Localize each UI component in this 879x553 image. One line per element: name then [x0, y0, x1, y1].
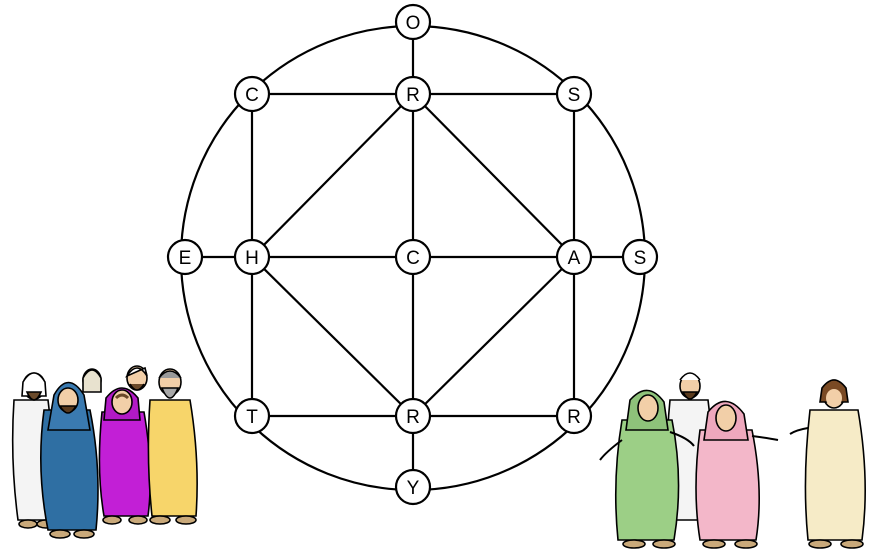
- node-top-O[interactable]: O: [396, 5, 430, 39]
- node-lower-right-R[interactable]: R: [557, 399, 591, 433]
- node-label: T: [246, 407, 258, 428]
- node-right-A[interactable]: A: [557, 240, 591, 274]
- disciple-figure-back: [83, 369, 101, 392]
- node-label: R: [567, 407, 581, 428]
- node-upper-left-C[interactable]: C: [235, 77, 269, 111]
- group-of-disciples-illustration: [13, 366, 197, 538]
- figure-pink: [696, 401, 778, 548]
- node-upper-mid-R[interactable]: R: [396, 77, 430, 111]
- node-label: Y: [407, 478, 420, 499]
- node-right-S[interactable]: S: [623, 240, 657, 274]
- node-label: H: [245, 248, 259, 269]
- disciple-figure-purple: [99, 388, 150, 524]
- node-label: O: [406, 13, 421, 34]
- edge-A-R: [413, 257, 574, 416]
- disciple-figure-back-right: [127, 366, 147, 390]
- node-center-C[interactable]: C: [396, 240, 430, 274]
- node-lower-left-T[interactable]: T: [235, 399, 269, 433]
- node-label: C: [245, 85, 259, 106]
- node-left-E[interactable]: E: [168, 240, 202, 274]
- node-label: C: [406, 248, 420, 269]
- node-bottom-Y[interactable]: Y: [396, 470, 430, 504]
- node-label: R: [406, 85, 420, 106]
- edge-R-A: [413, 94, 574, 257]
- node-lower-mid-R[interactable]: R: [396, 399, 430, 433]
- disciple-figure-yellow: [148, 369, 197, 524]
- node-left-H[interactable]: H: [235, 240, 269, 274]
- disciples-greeting-jesus-illustration: [600, 373, 865, 548]
- node-label: A: [568, 248, 581, 269]
- node-label: S: [634, 248, 647, 269]
- node-label: R: [406, 407, 420, 428]
- node-upper-right-S[interactable]: S: [557, 77, 591, 111]
- edge-R-H: [252, 94, 413, 257]
- node-label: E: [179, 248, 192, 269]
- edge-H-R: [252, 257, 413, 416]
- node-label: S: [568, 85, 581, 106]
- figure-cream: [790, 380, 865, 548]
